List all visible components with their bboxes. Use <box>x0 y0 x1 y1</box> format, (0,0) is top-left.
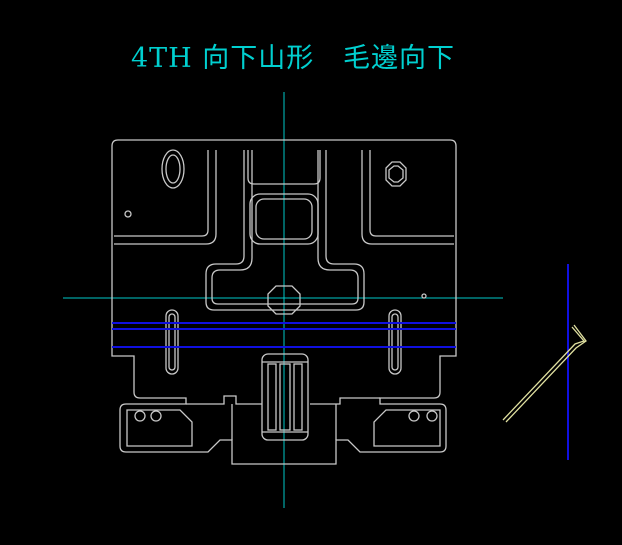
small-hole-right <box>421 293 427 299</box>
center-slot-inner <box>255 198 313 240</box>
left-recess <box>114 150 217 245</box>
part-outline <box>111 139 457 465</box>
clip-left-bar <box>267 363 277 431</box>
clip-outer <box>261 353 309 441</box>
center-clip <box>261 353 309 441</box>
slot-right-inner <box>391 313 399 371</box>
inner-boundary <box>126 409 193 447</box>
holes <box>124 149 438 422</box>
center-channel <box>205 150 365 311</box>
lower-step-left <box>186 395 262 405</box>
bend-profile <box>502 324 587 423</box>
bend-lines <box>112 264 569 460</box>
centerlines <box>63 92 503 508</box>
hex-hole-right <box>385 161 407 187</box>
lower-step-right <box>310 397 380 405</box>
inner-boundary-right <box>373 409 441 447</box>
center-octagon <box>267 285 301 315</box>
right-recess <box>361 150 454 245</box>
top-notch <box>247 150 321 185</box>
bolt-hole-1 <box>134 410 146 422</box>
outer-boundary <box>111 139 457 465</box>
upper-recess <box>114 150 454 311</box>
slot-right <box>388 309 402 375</box>
clip-middle-bar <box>279 363 291 431</box>
slot-left-inner <box>168 313 176 371</box>
center-slot <box>249 193 319 245</box>
hex-hole-right-inner <box>388 165 404 183</box>
small-hole-left <box>124 210 132 218</box>
oval-hole-left <box>161 149 185 189</box>
drawing-title: 4TH 向下山形 毛邊向下 <box>130 43 456 74</box>
slot-left <box>165 309 179 375</box>
oval-hole-left-inner <box>165 154 181 184</box>
center-channel-inner <box>211 150 359 305</box>
side-profile <box>502 324 587 423</box>
bolt-hole-3 <box>408 410 420 422</box>
bolt-hole-2 <box>150 410 162 422</box>
clip-right-bar <box>293 363 303 431</box>
bolt-hole-4 <box>426 410 438 422</box>
